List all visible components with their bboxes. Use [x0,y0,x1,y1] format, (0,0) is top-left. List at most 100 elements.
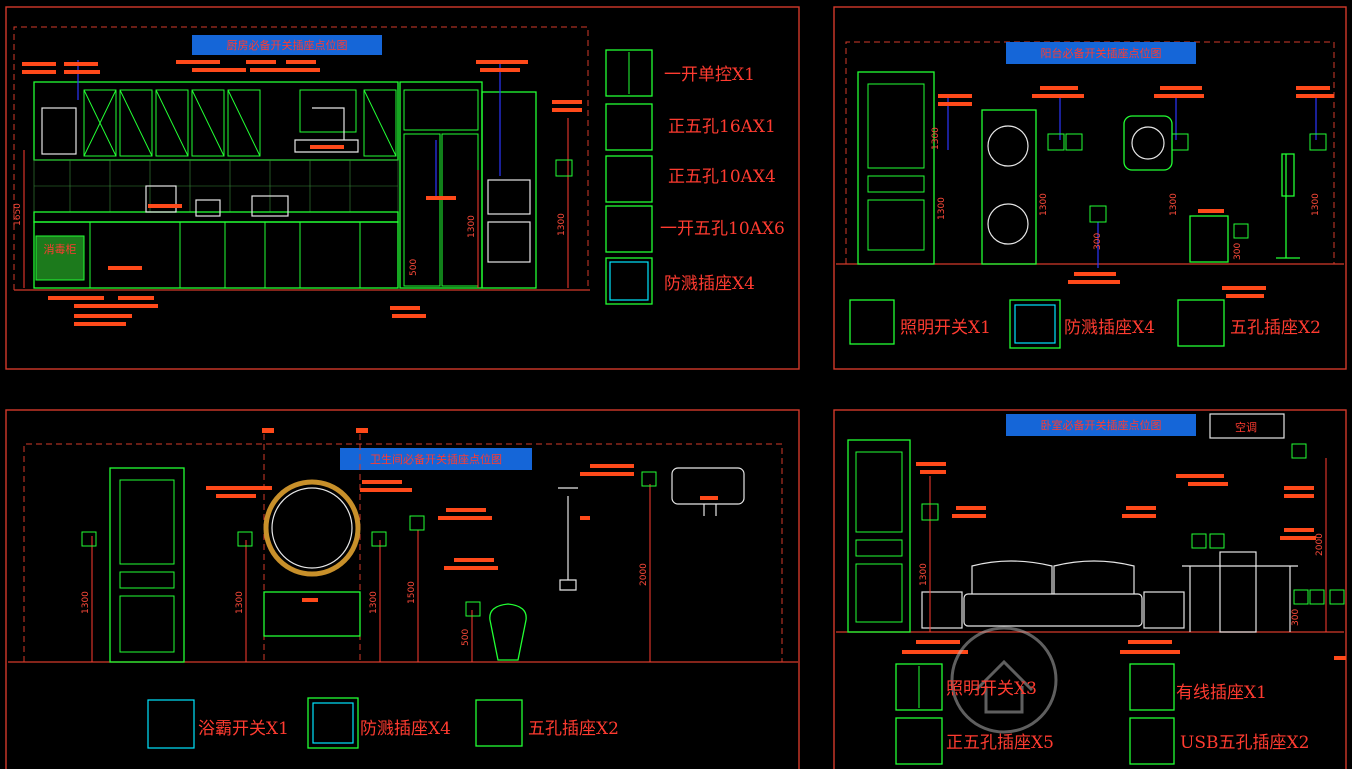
bedroom-dim-3: 2000 [1315,533,1325,556]
bathroom-panel: 卫生间必备开关插座点位图 1300 1300 1300 1500 [5,409,800,769]
kitchen-dim-2: 1300 [467,215,477,238]
bedroom-dim-1: 1300 [919,563,929,586]
bathroom-dim-1: 1300 [81,591,91,614]
water-heater [671,467,745,516]
kitchen-legend-4: 一开五孔10AX6 [660,219,785,239]
balcony-dim-6: 300 [1233,243,1243,260]
bathroom-dim-4: 1500 [407,581,417,604]
kitchen-legend-5: 防溅插座X4 [664,274,755,294]
socket-symbols [81,133,1345,617]
bedroom-dim-2: 300 [1291,609,1301,626]
switch-socket-icon [605,205,653,253]
bathroom-door [109,467,185,663]
splashproof-socket-icon [605,257,653,305]
microwave [145,185,177,213]
balcony-legend-2: 防溅插座X4 [1064,318,1155,338]
usb-socket-icon [1129,717,1175,765]
bedroom-legend: 照明开关X3 有线插座X1 正五孔插座X5 USB五孔插座X2 [895,663,1309,765]
cable-socket-icon [1129,663,1175,711]
light-switch-icon [895,663,943,711]
bathroom-markers [206,428,718,602]
balcony-dim-3: 1300 [1039,193,1049,216]
dining-set [1182,551,1298,633]
balcony-legend-3: 五孔插座X2 [1230,318,1321,338]
vacuum-cleaner [1276,153,1300,259]
five-hole-socket-icon [605,103,653,151]
disinfection-cabinet [35,235,85,281]
washer-dryer-stack [981,109,1037,265]
side-table-right [1143,591,1185,629]
balcony-title-box [1006,42,1196,64]
bathroom-dim-5: 500 [461,629,471,646]
bedroom-title-box [1006,414,1196,436]
sofa [963,560,1143,627]
bathroom-dim-6: 2000 [639,563,649,586]
kitchen-title: 厨房必备开关插座点位图 [227,38,348,52]
bathroom-dim-2: 1300 [235,591,245,614]
bedroom-panel: 卧室必备开关插座点位图 空调 1300 300 2000 [833,409,1347,769]
five-hole-socket-icon [895,717,943,765]
bathroom-legend-3: 五孔插座X2 [528,719,619,739]
splashproof-socket-icon [307,697,359,749]
kitchen-legend-2: 正五孔16AX1 [668,117,776,137]
base-cabinets [33,211,399,289]
disinfection-cabinet-label: 消毒柜 [44,242,77,256]
kitchen-dim-1: 1650 [13,203,23,226]
vanity-cabinet [263,591,361,637]
refrigerator [399,81,483,289]
bathroom-title: 卫生间必备开关插座点位图 [370,452,502,466]
balcony-dim-2: 1300 [937,197,947,220]
splashproof-socket-icon [1009,299,1061,349]
bathroom-legend-2: 防溅插座X4 [360,719,451,739]
toilet [489,603,527,661]
house-seal-icon [950,626,1058,734]
bedroom-legend-1: 照明开关X3 [946,679,1037,699]
bedroom-legend-3: 正五孔插座X5 [946,733,1054,753]
balcony-panel: 阳台必备开关插座点位图 [833,6,1347,370]
backsplash [33,159,399,213]
kitchen-dim-4: 1300 [557,213,567,236]
round-mirror [263,479,361,577]
shower [558,487,578,591]
bath-heater-switch-icon [147,699,195,749]
balcony-door [857,71,935,265]
air-conditioner-label: 空调 [1235,420,1257,434]
bathroom-title-box [340,448,532,470]
bedroom-markers [902,462,1346,660]
kitchen-legend-3: 正五孔10AX4 [668,167,776,187]
bathroom-legend-1: 浴霸开关X1 [198,719,289,739]
balcony-dim-5: 1300 [1169,193,1179,216]
bedroom-legend-4: USB五孔插座X2 [1180,733,1309,753]
kitchen-legend-1: 一开单控X1 [664,65,755,85]
balcony-legend: 照明开关X1 防溅插座X4 五孔插座X2 [849,299,1321,349]
balcony-dryer-vent [1123,115,1173,171]
bedroom-door [847,439,911,633]
five-hole-socket-icon [1177,299,1225,347]
balcony-dim-1: 1300 [931,127,941,150]
oven-column [481,91,537,289]
wall-water-heater [41,107,77,155]
kitchen-dim-3: 500 [409,259,419,276]
oven-small [251,195,289,217]
balcony-dim-7: 1300 [1311,193,1321,216]
balcony-cabinet [1189,215,1229,263]
balcony-dim-4: 300 [1093,233,1103,250]
light-switch-icon [849,299,895,345]
bathroom-dim-3: 1300 [369,591,379,614]
kitchen-markers [22,60,582,326]
balcony-title: 阳台必备开关插座点位图 [1041,46,1162,60]
bedroom-legend-2: 有线插座X1 [1176,683,1267,703]
kitchen-panel: 厨房必备开关插座点位图 [5,6,800,370]
kitchen-legend: 一开单控X1 正五孔16AX1 正五孔10AX4 一开五孔10AX6 防溅插座X… [605,49,785,305]
rice-cooker [195,199,221,217]
balcony-legend-1: 照明开关X1 [900,318,991,338]
side-table-left [921,591,963,629]
range-hood [294,107,359,153]
bathroom-legend: 浴霸开关X1 防溅插座X4 五孔插座X2 [147,697,619,749]
air-conditioner [1209,413,1285,439]
balcony-markers [938,86,1334,298]
five-hole-socket-icon [605,155,653,203]
kitchen-title-box [192,35,382,55]
single-switch-icon [605,49,653,97]
